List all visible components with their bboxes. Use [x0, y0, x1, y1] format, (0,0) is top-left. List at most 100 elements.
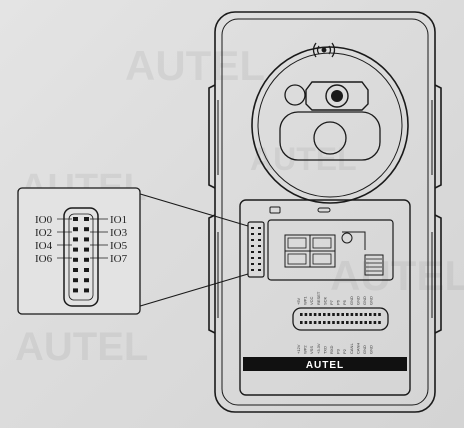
pin-label: CANL: [349, 343, 354, 354]
connector-pin: [327, 313, 331, 316]
pin-label: P5: [342, 299, 347, 305]
pin-label: VCC: [309, 296, 314, 305]
zoom-pin: [73, 227, 78, 232]
connector-pin: [341, 313, 344, 316]
connector-pin: [359, 313, 363, 316]
zoom-pin: [84, 247, 89, 252]
connector-pin: [364, 321, 367, 324]
connector-pin: [373, 313, 377, 316]
watermark-4: AUTEL: [15, 325, 148, 369]
connector-pin: [378, 321, 381, 324]
connector-pin: [336, 313, 340, 316]
zoom-pin: [84, 278, 89, 283]
connector-pin: [332, 321, 335, 324]
socket-lever: [341, 232, 353, 244]
pin-label: +12V: [296, 344, 301, 354]
connector-pin: [364, 313, 367, 316]
connector-pin: [350, 321, 354, 324]
connector-pin: [341, 321, 344, 324]
connector-pin: [323, 313, 326, 316]
main-connector-pins: [300, 313, 381, 324]
pin-label: GND: [369, 345, 374, 354]
io-label-io1: IO1: [110, 214, 127, 226]
io-connector-zoom: [63, 207, 99, 307]
slot-left: [269, 206, 281, 214]
nfc-icon: [312, 42, 336, 58]
connector-pin: [323, 321, 326, 324]
watermark-1: AUTEL: [125, 42, 265, 89]
connector-pin: [332, 313, 335, 316]
connector-pin: [313, 321, 317, 324]
slot-right: [317, 207, 331, 213]
main-connector: [292, 307, 389, 331]
zoom-pin: [84, 237, 89, 242]
zoom-pin: [73, 257, 78, 262]
connector-pin: [300, 313, 303, 316]
lens-housing: [305, 81, 369, 111]
zoom-pin: [84, 288, 89, 293]
zoom-pin: [84, 227, 89, 232]
connector-pin: [346, 321, 349, 324]
zoom-pin: [73, 247, 78, 252]
sensor-window: [279, 111, 381, 161]
connector-pin: [309, 321, 312, 324]
lower-panel: [239, 199, 411, 396]
pin-label: P3: [336, 348, 341, 354]
pin-label: TXD: [322, 346, 327, 354]
connector-pin: [313, 313, 317, 316]
pcb-region: [267, 219, 394, 281]
main-connector-outline: [292, 307, 389, 331]
io-connector-zoom-pins: [73, 217, 89, 293]
io-connector-small: [247, 221, 265, 278]
pin-label: RXD: [329, 345, 334, 354]
pin-label: +5V: [296, 297, 301, 305]
zoom-pin: [73, 237, 78, 242]
camera-module: [251, 46, 409, 204]
io-label-io3: IO3: [110, 227, 128, 239]
pin-label: GND: [355, 296, 360, 305]
sd-slot: [364, 254, 384, 276]
pin-label: GND: [349, 296, 354, 305]
connector-pin: [359, 321, 363, 324]
pin-label: P7: [329, 299, 334, 305]
right-grip-bottom: [434, 214, 442, 334]
connector-pin: [304, 313, 308, 316]
io-label-io0: IO0: [35, 214, 53, 226]
connector-pin: [355, 313, 358, 316]
pin-label: +3.3V: [316, 343, 321, 354]
watermark-3: AUTEL: [330, 252, 464, 299]
sensor-circle: [313, 121, 347, 155]
io-label-io7: IO7: [110, 253, 128, 265]
brand-bar-background: [243, 357, 407, 371]
connector-pin: [378, 313, 381, 316]
pin-label: WP2: [303, 345, 308, 354]
io-connector-small-pins: [251, 227, 261, 271]
connector-pin: [309, 313, 312, 316]
zoom-pin: [84, 257, 89, 262]
connector-pin: [355, 321, 358, 324]
connector-pin: [327, 321, 331, 324]
brand-logo-text: AUTEL: [306, 360, 344, 371]
zoom-pin: [84, 268, 89, 272]
zoom-pin: [73, 278, 78, 283]
pin-label: P2: [342, 348, 347, 354]
io-callout: IO0 IO2 IO4 IO6 IO1 IO3 IO5 IO7: [17, 187, 141, 315]
brand-bar: AUTEL: [243, 357, 407, 371]
connector-pin: [318, 313, 321, 316]
connector-pin: [336, 321, 340, 324]
camera-ring-outer: [251, 46, 409, 204]
pin-label: GND: [362, 345, 367, 354]
pin-label: SCK: [322, 296, 327, 305]
pin-label: WP1: [303, 296, 308, 305]
connector-pin: [300, 321, 303, 324]
pin-label: GND: [362, 296, 367, 305]
camera-lens: [325, 84, 349, 108]
io-callout-frame: [17, 187, 141, 315]
io-label-io5: IO5: [110, 240, 128, 252]
callout-line-top: [119, 187, 249, 227]
camera-lens-core: [331, 90, 343, 102]
connector-pin: [318, 321, 321, 324]
